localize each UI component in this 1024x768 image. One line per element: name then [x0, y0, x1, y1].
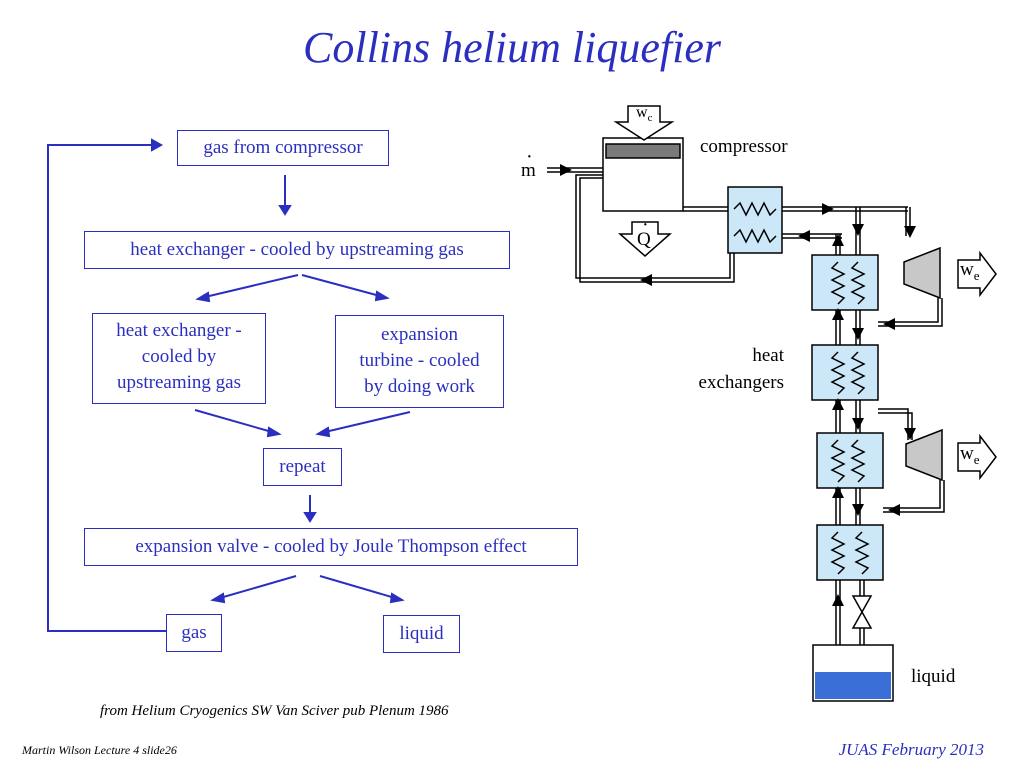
footer-right: JUAS February 2013	[838, 740, 984, 759]
turbine-1-work-base: w	[960, 259, 974, 280]
turbine-2-work-label: we	[960, 443, 980, 468]
expansion-valve-box: expansion valve - cooled by Joule Thomps…	[84, 528, 578, 566]
expansion-turbine-line-1: expansion	[380, 324, 459, 345]
gas-box: gas	[166, 614, 222, 652]
heat-flow-dot: ·	[642, 214, 649, 236]
heat-exchanger-branch-line-1: heat exchanger -	[116, 320, 242, 341]
expansion-turbine-box: expansion turbine - cooled by doing work	[335, 315, 504, 408]
turbine-2-work-base: w	[960, 443, 974, 464]
heat-flow-label: · Q	[637, 214, 651, 251]
footer-left: Martin Wilson Lecture 4 slide26	[22, 743, 177, 757]
turbine-1-work-sub: e	[973, 267, 980, 283]
heat-flow-symbol: Q	[637, 229, 651, 250]
heat-exchanger-branch-line-3: upstreaming gas	[116, 372, 241, 393]
turbine-2-work-sub: e	[973, 451, 980, 467]
compressor-work-sub: c	[647, 112, 653, 125]
mass-flow-dot: ·	[526, 146, 533, 168]
compressor-work-base: w	[636, 104, 648, 121]
compressor-label: compressor	[700, 136, 788, 157]
heat-exchangers-label-line-1: heat	[752, 345, 784, 366]
compressor-work-label: wc	[636, 104, 652, 124]
heat-exchangers-label: heat exchangers	[680, 342, 784, 396]
slide-title: Collins helium liquefier	[303, 23, 721, 72]
heat-exchanger-branch-box: heat exchanger - cooled by upstreaming g…	[92, 313, 266, 404]
turbine-1-work-label: we	[960, 259, 980, 284]
expansion-turbine-line-3: by doing work	[364, 376, 475, 397]
expansion-turbine-line-2: turbine - cooled	[359, 350, 480, 371]
mass-flow-label: · m	[521, 146, 536, 182]
heat-exchanger-main-box: heat exchanger - cooled by upstreaming g…	[84, 231, 510, 269]
liquid-box: liquid	[383, 615, 460, 653]
liquid-label: liquid	[911, 666, 956, 687]
source-citation: from Helium Cryogenics SW Van Sciver pub…	[100, 703, 449, 719]
repeat-box: repeat	[263, 448, 342, 486]
mass-flow-symbol: m	[521, 160, 536, 181]
heat-exchanger-branch-line-2: cooled by	[141, 346, 217, 367]
heat-exchangers-label-line-2: exchangers	[698, 372, 784, 393]
gas-from-compressor-box: gas from compressor	[177, 130, 389, 166]
